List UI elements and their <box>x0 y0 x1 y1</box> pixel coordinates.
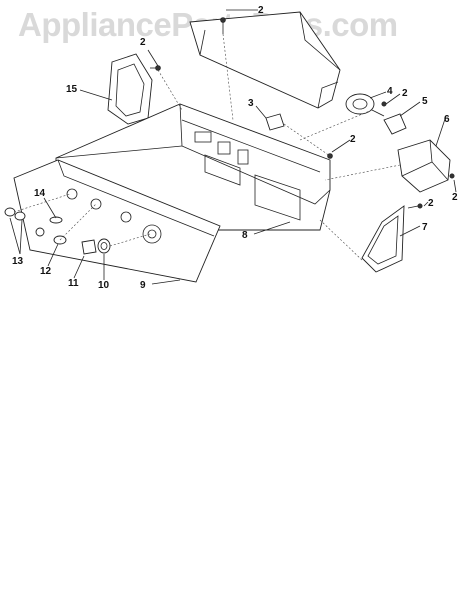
left-end-cap-part <box>107 53 153 125</box>
front-panel-part <box>13 159 221 283</box>
screw-part <box>150 17 455 209</box>
callout-7: 7 <box>422 222 428 233</box>
callout-8: 8 <box>242 230 248 241</box>
callout-11: 11 <box>68 278 79 289</box>
callout-2-top: 2 <box>258 5 264 16</box>
leader-lines <box>9 9 457 285</box>
assembly-lines <box>13 33 401 261</box>
bracket-part <box>383 113 407 135</box>
callout-14: 14 <box>34 188 46 199</box>
callout-3: 3 <box>248 98 254 109</box>
lens-14-part <box>49 216 63 224</box>
callout-4: 4 <box>387 86 393 97</box>
timer-part <box>397 139 451 193</box>
callout-10: 10 <box>98 280 110 291</box>
top-cover-part <box>189 11 341 109</box>
callout-2-lowright: 2 <box>428 198 434 209</box>
callout-6: 6 <box>444 114 450 125</box>
callout-2-center: 2 <box>350 134 356 145</box>
knob-11-part <box>81 239 97 255</box>
callout-2-mid: 2 <box>402 88 408 99</box>
callout-15: 15 <box>66 84 78 95</box>
knob-10-part <box>97 238 111 254</box>
clip-part <box>265 113 285 131</box>
callout-5: 5 <box>422 96 428 107</box>
callout-13: 13 <box>12 256 24 267</box>
callout-2-right: 2 <box>452 192 458 203</box>
right-end-cap-part <box>361 205 405 273</box>
button-13-part <box>4 207 45 237</box>
selector-switch-part <box>345 93 385 117</box>
callout-2-left: 2 <box>140 37 146 48</box>
callout-12: 12 <box>40 266 52 277</box>
callout-9: 9 <box>140 280 146 291</box>
